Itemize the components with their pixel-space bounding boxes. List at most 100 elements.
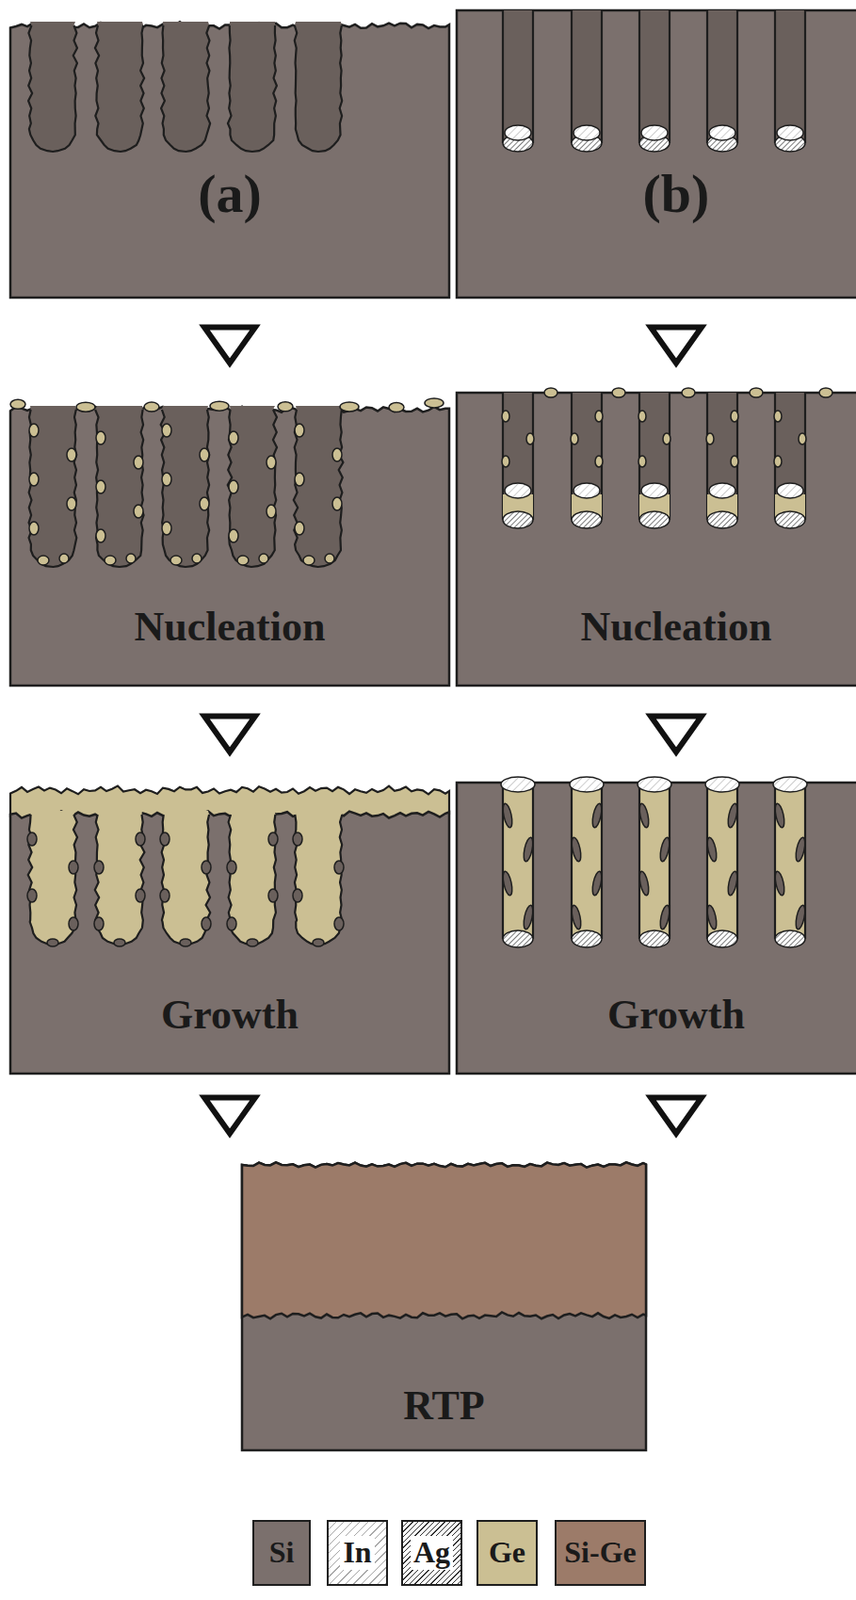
germanium-nucleus — [339, 402, 359, 412]
void-pocket — [292, 832, 303, 846]
indium-catalyst — [709, 483, 736, 499]
void-pocket — [226, 917, 237, 931]
indium-catalyst — [569, 776, 604, 792]
void-streak — [521, 904, 534, 930]
void-pocket — [246, 938, 259, 947]
step-label: (b) — [456, 163, 856, 225]
legend-swatch: Si-Ge — [554, 1519, 647, 1586]
pore-wall — [95, 25, 145, 152]
germanium-nucleus — [228, 529, 239, 543]
germanium-nucleus — [501, 410, 510, 422]
silver-catalyst — [571, 511, 602, 529]
process-panel: (a) — [10, 10, 450, 298]
pore — [161, 21, 210, 152]
step-label: (a) — [10, 163, 450, 225]
germanium-nucleus — [266, 455, 276, 469]
germanium-nucleus — [706, 433, 714, 445]
pore-wall — [639, 392, 670, 520]
pore — [639, 392, 670, 520]
germanium-nucleus — [59, 553, 69, 564]
silver-catalyst — [639, 930, 670, 948]
silver-catalyst — [571, 930, 602, 948]
indium-catalyst — [773, 776, 808, 792]
void-streak — [705, 904, 718, 930]
cross-section — [456, 10, 856, 298]
process-arrow — [204, 1098, 256, 1134]
germanium-nucleus — [526, 433, 534, 445]
silicon-substrate — [456, 392, 856, 686]
germanium-nucleus — [66, 497, 77, 511]
germanium-nucleus — [774, 410, 782, 422]
germanium-nucleus — [144, 402, 160, 412]
pore-wall — [161, 814, 211, 945]
void-pocket — [160, 888, 170, 903]
void-streak — [521, 836, 534, 862]
pore — [502, 10, 533, 144]
pore — [95, 21, 145, 152]
step-label: RTP — [242, 1383, 647, 1429]
legend-swatch: Ge — [476, 1519, 538, 1586]
void-pocket — [312, 938, 324, 947]
process-arrow — [650, 1098, 702, 1134]
void-streak — [500, 870, 514, 896]
pore — [28, 810, 78, 945]
void-pocket — [113, 938, 126, 947]
step-label: Growth — [10, 992, 450, 1038]
void-pocket — [160, 832, 170, 846]
void-pocket — [226, 860, 237, 874]
silicon-germanium-layer — [242, 1162, 647, 1319]
legend-label: In — [339, 1535, 374, 1569]
pore — [775, 392, 806, 520]
process-arrow — [204, 716, 256, 753]
germanium-nucleus — [228, 480, 239, 494]
pore-wall — [28, 25, 78, 152]
pore-wall — [227, 25, 277, 152]
indium-catalyst — [637, 776, 672, 792]
step-label: Growth — [456, 992, 856, 1038]
void-streak — [793, 836, 807, 862]
void-pocket — [179, 938, 192, 947]
void-streak — [793, 904, 807, 930]
germanium-nucleus — [332, 448, 342, 462]
germanium-nucleus — [774, 455, 782, 468]
void-streak — [773, 802, 786, 828]
germanium-nucleus — [126, 553, 136, 564]
germanium-nucleus — [133, 504, 144, 518]
germanium-nucleus — [192, 553, 202, 564]
pore-wall — [161, 409, 210, 567]
germanium-nucleus — [681, 387, 695, 398]
indium-catalyst — [705, 776, 740, 792]
pore-wall — [28, 814, 78, 945]
process-panel: Nucleation — [10, 392, 450, 686]
legend-label: Si-Ge — [561, 1535, 639, 1569]
step-label: Nucleation — [456, 604, 856, 650]
pore-wall — [502, 10, 533, 144]
germanium-nucleus — [96, 480, 106, 494]
pore-wall — [293, 409, 344, 567]
silicon-substrate — [10, 406, 450, 686]
germanium-nucleus — [749, 387, 763, 398]
void-pocket — [135, 832, 146, 846]
germanium-nucleus — [96, 529, 106, 543]
silver-catalyst — [775, 511, 806, 529]
void-pocket — [268, 832, 278, 846]
germanium-nucleus — [258, 553, 269, 564]
legend-label: Si — [266, 1535, 298, 1569]
step-label: Nucleation — [10, 604, 450, 650]
pore — [29, 405, 78, 567]
indium-catalyst — [709, 125, 736, 141]
pore-wall — [161, 25, 210, 152]
void-pocket — [268, 888, 278, 903]
pore — [227, 405, 277, 567]
pore — [161, 405, 210, 567]
germanium-nucleus — [29, 423, 39, 437]
germanium-nucleus — [570, 433, 579, 445]
process-panel: RTP — [242, 1157, 647, 1451]
pore — [707, 10, 738, 144]
void-pocket — [68, 917, 79, 931]
process-panel: Nucleation — [456, 392, 856, 686]
silver-catalyst — [502, 511, 533, 529]
germanium-nucleus — [237, 555, 249, 566]
germanium-nucleus — [730, 410, 739, 422]
silicon-substrate — [10, 21, 450, 298]
